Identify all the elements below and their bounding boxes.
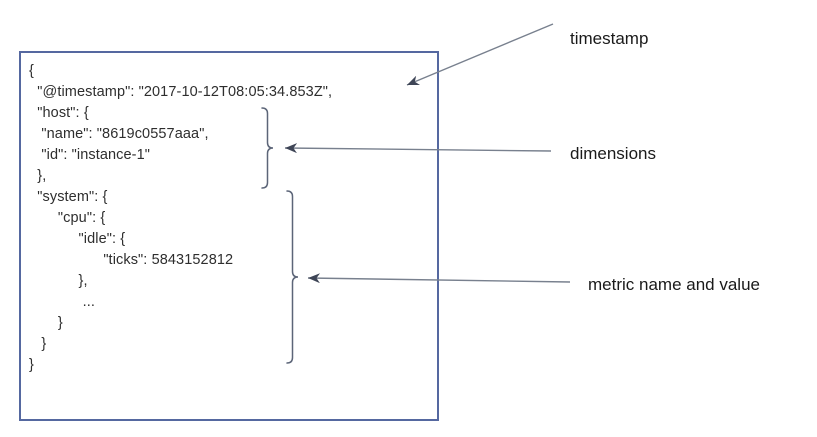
metric-name-and-value-label: metric name and value bbox=[588, 275, 760, 294]
metric-document-box: { "@timestamp": "2017-10-12T08:05:34.853… bbox=[19, 51, 439, 421]
json-code-block: { "@timestamp": "2017-10-12T08:05:34.853… bbox=[29, 63, 333, 373]
timestamp-label: timestamp bbox=[570, 29, 649, 48]
dimensions-label: dimensions bbox=[570, 144, 656, 163]
